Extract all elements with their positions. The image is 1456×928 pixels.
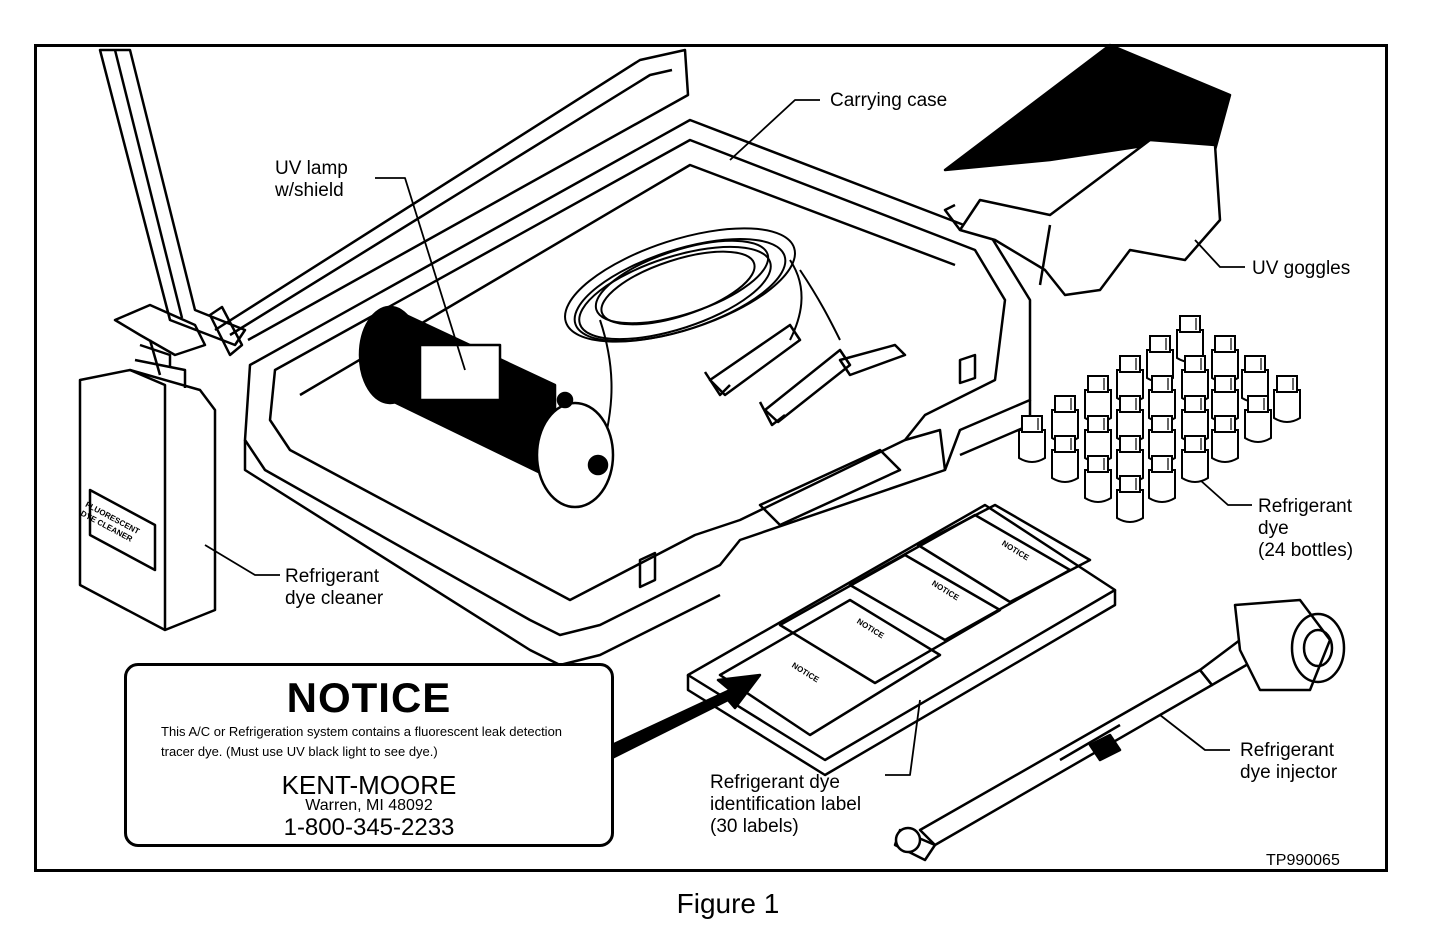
notice-body: This A/C or Refrigeration system contain…	[161, 724, 563, 759]
dye-cleaner-bottle	[78, 303, 217, 632]
dye-bottle	[1051, 435, 1079, 483]
dye-bottle	[1116, 395, 1144, 443]
dye-bottle	[1273, 375, 1301, 423]
label-dye-bottles: Refrigerant dye (24 bottles)	[1258, 496, 1354, 561]
carrying-case-body	[243, 118, 1032, 667]
notice-panel: NOTICE This A/C or Refrigeration system …	[124, 663, 614, 847]
dye-bottle	[1084, 415, 1112, 463]
notice-brand: KENT-MOORE	[281, 770, 457, 800]
uv-goggles	[943, 43, 1232, 297]
battery-clips	[703, 323, 907, 427]
label-uv-goggles: UV goggles	[1252, 258, 1351, 279]
dye-bottle	[1148, 415, 1176, 463]
leader-lines	[204, 99, 1252, 776]
dye-bottle	[1018, 415, 1046, 463]
notice-phone: 1-800-345-2233	[283, 814, 455, 841]
doc-number: TP990065	[1266, 852, 1340, 869]
notice-title: NOTICE	[286, 674, 452, 721]
dye-injector	[893, 598, 1346, 862]
dye-bottle	[1244, 395, 1272, 443]
notice-address: Warren, MI 48092	[305, 797, 433, 814]
label-carrying-case: Carrying case	[830, 90, 948, 111]
dye-bottle	[1116, 475, 1144, 523]
dye-bottle	[1181, 395, 1209, 443]
dye-bottle	[1146, 335, 1174, 383]
uv-lamp	[358, 305, 615, 509]
dye-bottle	[1181, 435, 1209, 483]
label-dye-cleaner: Refrigerant dye cleaner	[285, 566, 384, 609]
dye-bottle	[1211, 415, 1239, 463]
dye-bottle	[1084, 455, 1112, 503]
dye-bottle	[1051, 395, 1079, 443]
dye-bottles	[1018, 315, 1301, 523]
label-id-label: Refrigerant dye identification label (30…	[710, 772, 862, 837]
dye-bottle	[1181, 355, 1209, 403]
dye-bottle	[1211, 375, 1239, 423]
label-sheet	[686, 503, 1117, 777]
figure-frame	[34, 44, 1388, 872]
dye-bottle	[1148, 455, 1176, 503]
label-dye-injector: Refrigerant dye injector	[1240, 740, 1338, 783]
figure-caption: Figure 1	[676, 888, 780, 919]
case-lid	[98, 48, 690, 357]
label-uv-lamp: UV lamp w/shield	[275, 158, 348, 201]
notice-arrow	[610, 673, 762, 760]
